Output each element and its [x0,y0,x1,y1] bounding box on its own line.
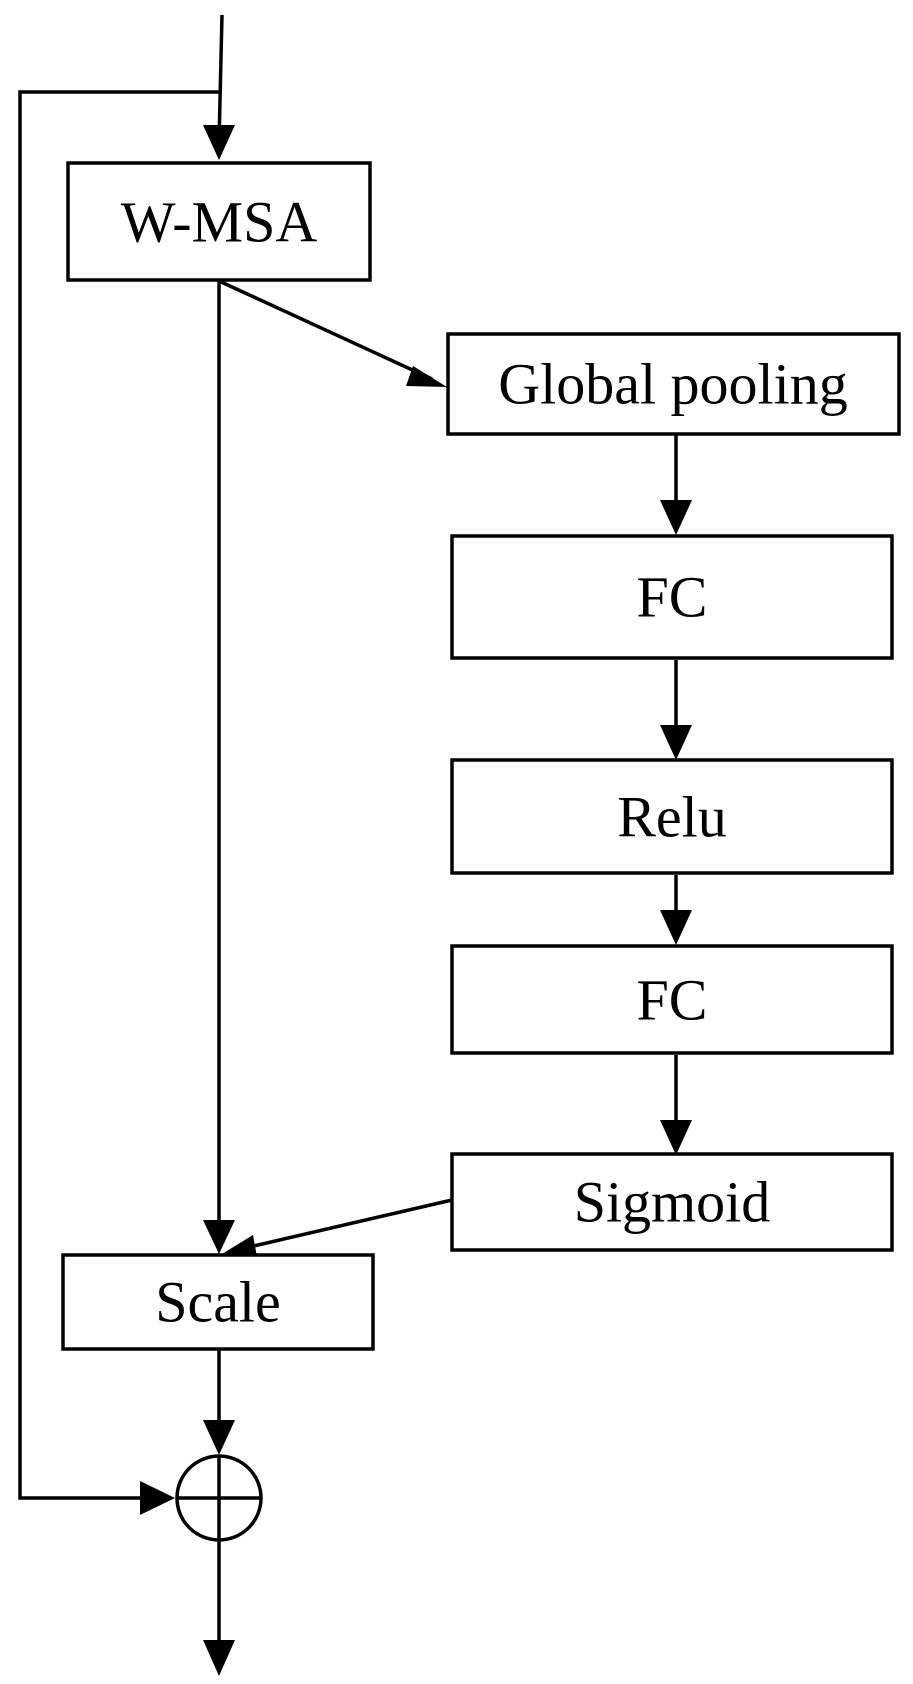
fc1-box [450,534,894,660]
arrowhead-global-pooling [406,366,447,387]
node-wmsa: W-MSA [66,161,372,282]
relu-box [450,758,894,875]
node-fc2: FC [450,944,894,1055]
relu-label: Relu [617,785,727,850]
global-pooling-label: Global pooling [498,352,848,417]
arrowhead-fc1 [660,500,692,535]
global-pooling-box [446,332,901,436]
arrowhead-wmsa [203,125,235,160]
arrowhead-scale-from-sigmoid [222,1235,257,1257]
fc1-label: FC [637,565,708,630]
arrowhead-sigmoid [660,1120,692,1155]
wmsa-box [66,161,372,282]
node-scale: Scale [61,1253,375,1351]
sum-node [175,1454,263,1542]
fc2-box [450,944,894,1055]
wmsa-label: W-MSA [121,190,318,255]
node-fc1: FC [450,534,894,660]
sigmoid-label: Sigmoid [574,1170,771,1235]
edges [18,14,692,1676]
scale-box [61,1253,375,1351]
edge-wmsa-to-global-pooling [218,279,433,381]
scale-label: Scale [155,1270,281,1335]
sigmoid-box [450,1152,894,1252]
node-sigmoid: Sigmoid [450,1152,894,1252]
node-global-pooling: Global pooling [446,332,901,436]
edge-input-to-wmsa [217,14,224,144]
arrowhead-sum [203,1420,235,1455]
edge-sigmoid-to-scale [244,1198,453,1250]
fc2-label: FC [637,968,708,1033]
node-relu: Relu [450,758,894,875]
arrowhead-relu [660,725,692,760]
arrowhead-fc2 [660,910,692,945]
edge-residual [18,90,220,1500]
arrowhead-residual [140,1481,175,1515]
arrowhead-scale-from-wmsa [203,1220,235,1254]
arrowhead-output [203,1640,235,1676]
